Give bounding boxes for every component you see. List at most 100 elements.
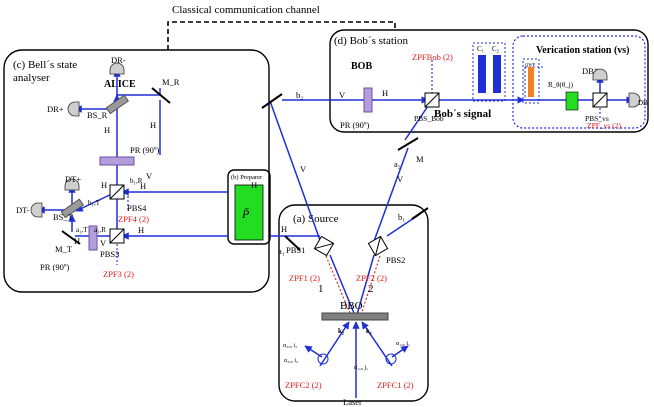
source-box (278, 204, 429, 402)
pbs3-label: PBS3 (100, 249, 119, 259)
detector-dr-minus (109, 62, 125, 75)
pbs-vs-cube (592, 92, 608, 108)
pr-plate-bob (363, 87, 373, 113)
a1t-label: a₁,T (76, 226, 88, 234)
bell-label: (c) Bell´s state (13, 59, 77, 71)
zpfvs-label: ZPF_vs (2) (587, 121, 621, 130)
beam-zpfc2-in (319, 321, 350, 367)
pbs-bob-cube (424, 92, 440, 108)
verification-station-box (512, 35, 646, 129)
detector-dr-plus (67, 101, 80, 117)
mr-label: M_R (162, 77, 180, 87)
det-db-label: DB (638, 99, 648, 107)
qwp-frame (522, 58, 540, 104)
beam-zpfc1-in (361, 321, 393, 367)
qwp-label: QWP (525, 62, 535, 67)
b1t-label: b₁,T (88, 199, 101, 207)
det-dt-plus-label: DT+ (65, 174, 81, 184)
preparer-symbol: P̃ (241, 207, 250, 221)
beam-pbs4-to-bst (75, 191, 117, 212)
pbs1-cube (313, 235, 335, 257)
bob-station-label: (d) Bob´s station (334, 35, 408, 47)
pbs1-label: PBS1 (286, 245, 305, 255)
source-label: (a) Source (293, 213, 339, 225)
bob-name: BOB (351, 61, 372, 72)
pr-plate-alice-t (88, 225, 98, 251)
pol-h-mr: H (150, 120, 156, 130)
pol-h-pbs4: H (140, 181, 146, 191)
cell-c2 (493, 55, 501, 93)
pbs-vs-label: PBS_vs (585, 114, 609, 123)
zpf-paths (325, 255, 381, 319)
a1r-label: a₁,R (94, 226, 106, 234)
zpfc1-label: ZPFC1 (2) (377, 380, 414, 390)
pol-v-a2: V (397, 174, 404, 184)
detector-dt-plus (64, 178, 80, 191)
bell-label2: analyser (13, 72, 50, 84)
det-dr-plus-label: DR+ (47, 104, 64, 114)
pol-v-b2: V (300, 164, 307, 174)
rtheta-label: R_θ(θ_j) (548, 81, 574, 89)
detector-db (628, 92, 641, 108)
classical-channel-line (167, 21, 396, 50)
mirror-a1 (284, 235, 301, 251)
cell-c1 (478, 55, 486, 93)
beam-splitter-bsr (105, 94, 130, 115)
mt-label: M_T (55, 244, 73, 254)
pol-v-pbs3: V (100, 238, 107, 248)
beam-k2 (329, 254, 357, 319)
rotator-green (565, 91, 579, 111)
alpha1-label: α₁,₀ i₁ (396, 341, 410, 347)
a2-label: a₂ (394, 159, 401, 169)
mirror-top-left (261, 93, 283, 109)
pol-h-prep-bot: H (281, 224, 287, 234)
zpf4-label: ZPF4 (2) (118, 214, 149, 224)
bsr-label: BS_R (87, 110, 108, 120)
zpfc1-circle (385, 353, 397, 365)
alice-label: ALICE (104, 79, 136, 90)
bob-station-box (329, 29, 649, 133)
pbs2-label: PBS2 (386, 255, 405, 265)
pr-bob-label: PR (90º) (340, 120, 369, 130)
b1r-label: b₁,R (130, 177, 143, 185)
zpfc2-label: ZPFC2 (2) (285, 380, 322, 390)
pol-h-alice-r: H (104, 125, 110, 135)
cell-c2-label: C₂ (492, 45, 500, 53)
path-1-label: 1 (318, 283, 324, 295)
zpf2-label: ZPF2 (2) (356, 273, 387, 283)
preparer-crystal (234, 184, 264, 241)
alpha1b-label: α₁,₀ j₁ (354, 365, 368, 371)
a1-label: a₁ (278, 246, 285, 256)
bob-signal-label: Bob´s signal (434, 108, 491, 120)
mirror-mr (151, 87, 171, 104)
zpfbob-label: ZPFBob (2) (412, 52, 453, 62)
pbs4-cube (109, 184, 125, 200)
alpha2-label: α₂,₀ i₂ (283, 343, 297, 349)
pr-alice-t-label: PR (90º) (40, 262, 69, 272)
beam-splitter-bst (60, 198, 85, 219)
bst-label: BS_T (53, 212, 74, 222)
pol-h-bob: H (382, 88, 388, 98)
pol-h-prep-top: H (251, 180, 257, 190)
laser-label: Laser (343, 397, 362, 407)
alpha2b-label: α₂,₀ i₂ (284, 358, 298, 364)
pol-h-pbs3: H (138, 225, 144, 235)
det-db-plus-label: DB⁺ (582, 66, 599, 76)
beam-k1 (355, 254, 375, 319)
k2-label: k₂ (338, 327, 344, 335)
bbo-label: BBO (340, 300, 363, 312)
zpf3-label: ZPF3 (2) (103, 269, 134, 279)
detector-db-plus (592, 68, 608, 81)
pbs4-label: PBS4 (127, 203, 147, 213)
mirror-m (397, 137, 419, 151)
pbs3-cube (109, 228, 125, 244)
cells-frame (472, 42, 506, 102)
k1-label: k₁ (366, 327, 372, 335)
pol-h-mt: H (74, 236, 80, 246)
beam-a2 (372, 147, 409, 245)
path-2-label: 2 (368, 283, 374, 295)
det-dt-minus-label: DT- (16, 205, 30, 215)
beam-b2 (269, 100, 322, 244)
preparer-label: (b) Preparer (231, 174, 263, 181)
